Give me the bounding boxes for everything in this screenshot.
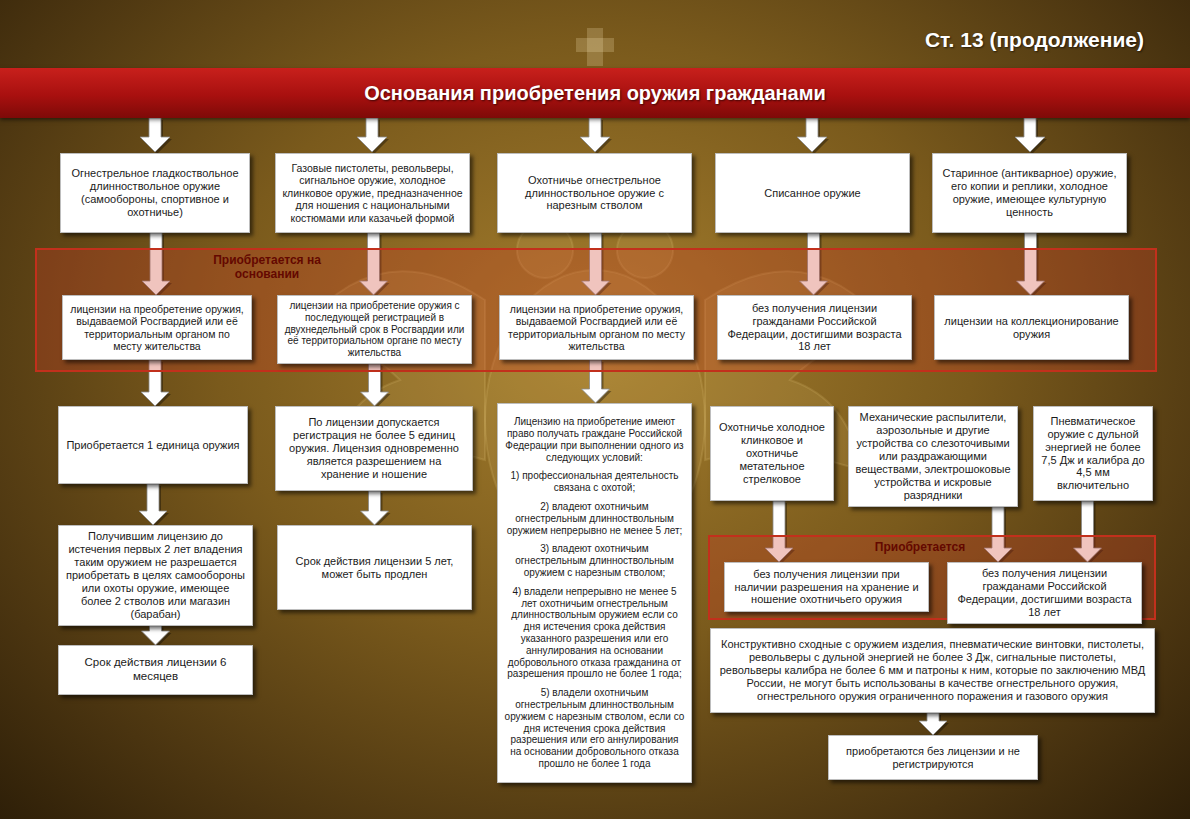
process-box: Срок действия лицензии 5 лет, может быть… [277,525,472,610]
arrow-body [919,713,947,735]
box-text: Конструктивно сходные с оружием изделия,… [717,638,1148,703]
process-box: Механические распылители, аэрозольные и … [848,406,1018,507]
box-text: Лицензию на приобретение имеют право пол… [504,416,685,463]
box-text: лицензии на приобретение оружия, выдавае… [506,303,687,353]
process-box: Старинное (антикварное) оружие, его копи… [932,153,1127,233]
band-heading: Приобретается на основании [202,254,332,282]
list-item: 4) владели непрерывно не менее 5 лет охо… [504,586,685,680]
flow-arrow [140,118,170,152]
process-box: Газовые пистолеты, револьверы, сигнально… [275,153,470,233]
article-label: Ст. 13 (продолжение) [925,28,1144,52]
process-box: Охотничье холодное клинковое и охотничье… [710,406,834,501]
list-item: 3) владеют охотничьим огнестрельным длин… [504,543,685,578]
title-arrows [140,118,1047,154]
process-box: Лицензию на приобретение имеют право пол… [497,403,692,783]
flow-arrow [919,713,949,737]
title: Основания приобретения оружия гражданами [364,82,826,105]
process-box: без получения лицензии гражданами Россий… [717,295,912,360]
box-text: Пневматическое оружие с дульной энергией… [1040,415,1146,493]
box-text: лицензии на приобретение оружия с послед… [284,300,465,359]
band-heading: Приобретается [860,541,980,555]
process-box: без получения лицензии гражданами Россий… [947,562,1142,624]
box-text: Газовые пистолеты, револьверы, сигнально… [282,162,463,224]
box-text: без получения лицензии гражданами Россий… [724,302,905,354]
box-text: Срок действия лицензии 6 месяцев [65,656,246,683]
process-box: По лицензии допускается регистрация не б… [275,406,473,491]
process-box: приобретаются без лицензии и не регистри… [828,735,1038,780]
flow-arrow [142,626,172,647]
process-box: Списанное оружие [715,153,910,233]
process-box: без получения лицензии при наличии разре… [724,562,929,612]
flow-arrow [139,484,169,527]
flow-arrow [361,491,391,527]
box-text: Получившим лицензию до истечения первых … [65,530,246,621]
box-text: без получения лицензии гражданами Россий… [954,567,1135,619]
process-box: Охотничье огнестрельное длинноствольное … [497,153,692,233]
arrow-body [361,491,389,525]
box-text: лицензии на преобретение оружия, выдавае… [69,303,245,353]
process-box: Пневматическое оружие с дульной энергией… [1033,406,1153,501]
group-band: Приобретается без получения лицензии при … [708,535,1156,620]
flow-arrow [580,118,610,152]
process-box: Срок действия лицензии 6 месяцев [58,645,253,695]
box-text: лицензии на коллекционирование оружия [941,315,1122,341]
process-box: лицензии на приобретение оружия с послед… [277,295,472,364]
process-box: Огнестрельное гладкоствольное длинноство… [60,153,250,233]
title-band: Основания приобретения оружия гражданами [0,68,1190,118]
cross-emblem [576,28,614,66]
list-item: 5) владели охотничьим огнестрельным длин… [504,687,685,770]
box-text: По лицензии допускается регистрация не б… [282,416,466,481]
process-box: Конструктивно сходные с оружием изделия,… [710,628,1155,713]
box-text: Охотничье огнестрельное длинноствольное … [504,174,685,213]
group-band: Приобретается на основании лицензии на пр… [35,248,1157,372]
box-text: без получения лицензии при наличии разре… [731,568,922,607]
flow-arrow [797,118,827,152]
flow-arrow [357,118,387,152]
box-text: Срок действия лицензии 5 лет, может быть… [284,555,465,581]
box-text: приобретаются без лицензии и не регистри… [835,745,1031,771]
box-text: Приобретается 1 единица оружия [65,439,241,452]
box-text: Старинное (антикварное) оружие, его копи… [939,167,1120,219]
box-text: Механические распылители, аэрозольные и … [855,411,1011,502]
process-box: лицензии на коллекционирование оружия [934,295,1129,360]
box-text: Списанное оружие [722,187,903,200]
arrow-body [139,484,167,525]
box-text: Охотничье холодное клинковое и охотничье… [717,421,827,486]
list-item: 1) профессиональная деятельность связана… [504,470,685,494]
process-box: Получившим лицензию до истечения первых … [58,525,253,626]
process-box: лицензии на преобретение оружия, выдавае… [62,295,252,360]
flow-arrow [1015,118,1045,152]
process-box: лицензии на приобретение оружия, выдавае… [499,295,694,360]
process-box: Приобретается 1 единица оружия [58,406,248,484]
list-item: 2) владеют охотничьим огнестрельным длин… [504,501,685,536]
arrow-body [142,626,170,645]
box-text: Огнестрельное гладкоствольное длинноство… [67,167,243,219]
